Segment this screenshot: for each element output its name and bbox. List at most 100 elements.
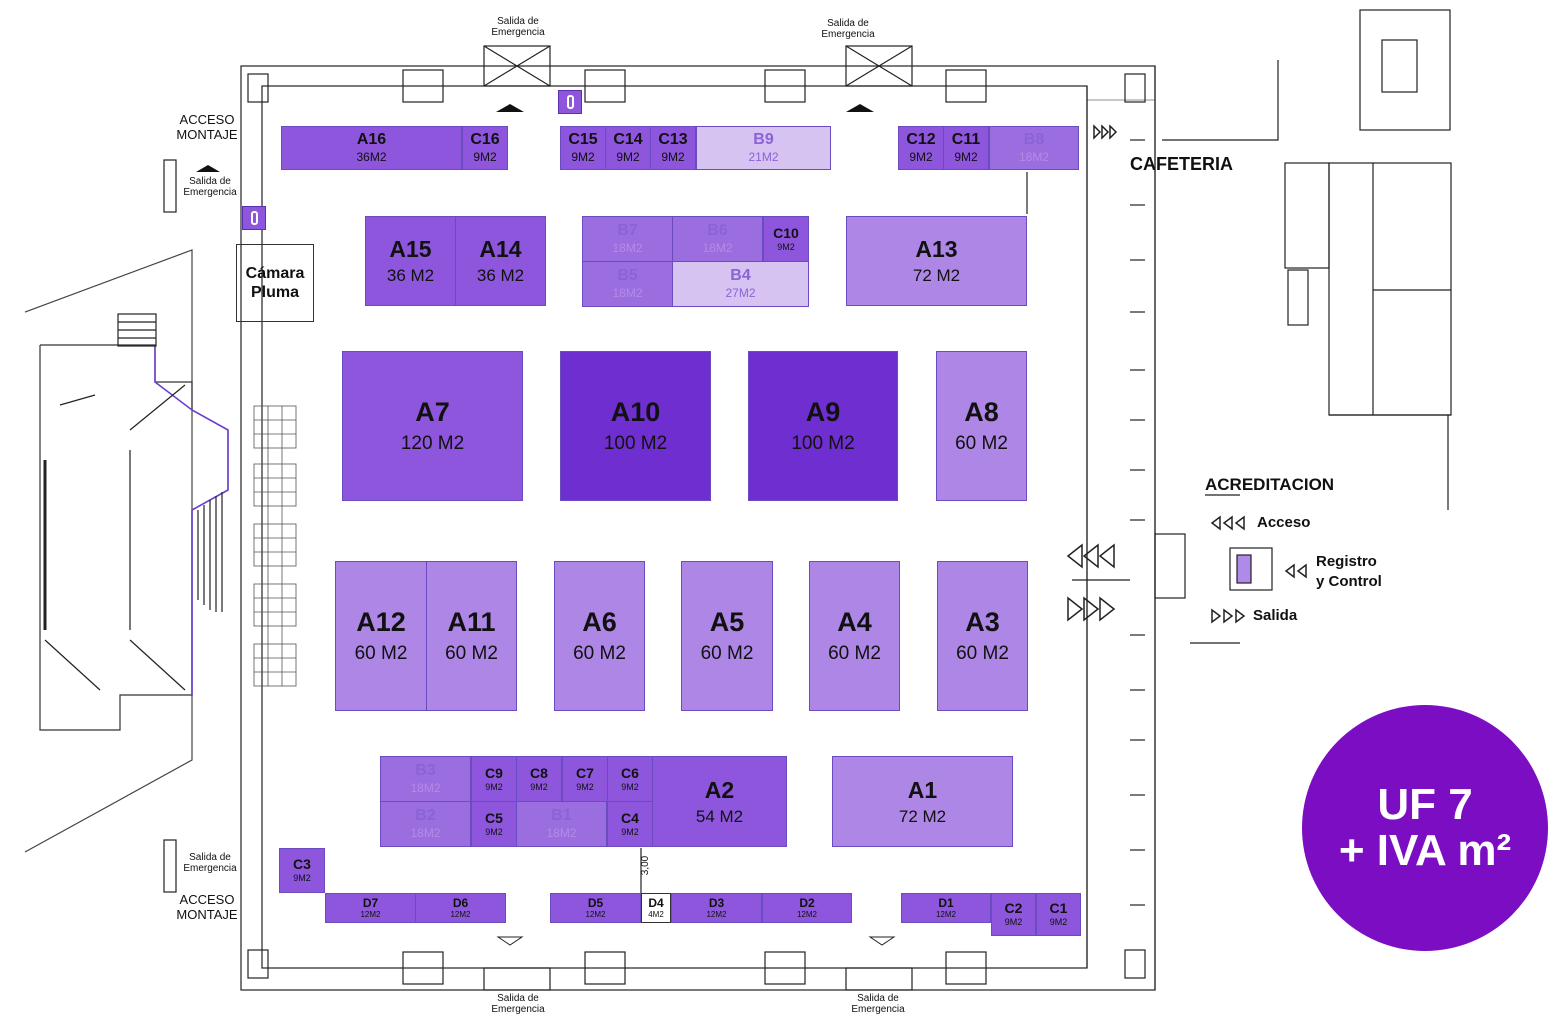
- booth-code: C3: [293, 856, 311, 873]
- booth-area: 12M2: [585, 909, 606, 919]
- booth-code: A10: [610, 396, 661, 427]
- booth-code: C12: [906, 131, 936, 149]
- booth-area: 54 M2: [695, 806, 744, 826]
- booth-code: A6: [582, 606, 617, 637]
- booth-code: D3: [708, 896, 725, 910]
- booth-code: C5: [485, 809, 503, 826]
- booth-area: 9M2: [571, 150, 595, 165]
- booth-a2[interactable]: A2 54 M2: [652, 756, 787, 847]
- booth-area: 18M2: [612, 241, 643, 256]
- booth-area: 9M2: [616, 150, 640, 165]
- booth-area: 12M2: [450, 909, 471, 919]
- booth-area: 9M2: [485, 826, 503, 837]
- booth-area: 9M2: [621, 826, 639, 837]
- booth-code: C8: [530, 764, 548, 781]
- booth-code: A5: [709, 606, 745, 637]
- booth-area: 18M2: [702, 241, 733, 256]
- booth-code: C6: [621, 764, 639, 781]
- booth-area: 60 M2: [445, 643, 498, 665]
- booth-code: A2: [704, 776, 735, 803]
- dimension-label: 3,00: [640, 855, 652, 876]
- booth-area: 9M2: [661, 150, 685, 165]
- booth-area: 18M2: [546, 826, 577, 841]
- booth-code: D6: [452, 896, 469, 910]
- fire-extinguisher-icon: [558, 90, 582, 114]
- booth-area: 18M2: [612, 286, 643, 301]
- booth-area: 9M2: [909, 150, 933, 165]
- booth-code: B8: [1023, 131, 1045, 149]
- booth-a10[interactable]: A10 100 M2: [560, 351, 711, 501]
- booth-area: 36M2: [356, 150, 387, 165]
- booth-code: C11: [951, 131, 981, 149]
- booth-area: 100 M2: [603, 433, 668, 455]
- acceso-label: Acceso: [1257, 514, 1311, 531]
- booth-area: 36 M2: [386, 266, 435, 286]
- booth-area: 9M2: [777, 241, 795, 252]
- pluma-label: Pluma: [250, 284, 299, 301]
- booth-code: D2: [799, 896, 815, 910]
- booth-code: A12: [356, 606, 406, 637]
- booth-code: A1: [907, 776, 938, 803]
- booth-code: C7: [576, 764, 594, 781]
- booth-code: A13: [915, 236, 958, 262]
- booth-area: 4M2: [648, 909, 664, 919]
- booth-area: 72 M2: [912, 266, 961, 286]
- booth-area: 36 M2: [476, 266, 525, 286]
- booth-area: 60 M2: [956, 643, 1009, 665]
- booth-code: B2: [415, 807, 436, 825]
- booth-code: B6: [707, 222, 728, 240]
- booth-area: 9M2: [1004, 917, 1023, 928]
- booth-a13[interactable]: A13 72 M2: [846, 216, 1027, 306]
- booth-code: C9: [485, 764, 503, 781]
- booth-code: C4: [621, 809, 639, 826]
